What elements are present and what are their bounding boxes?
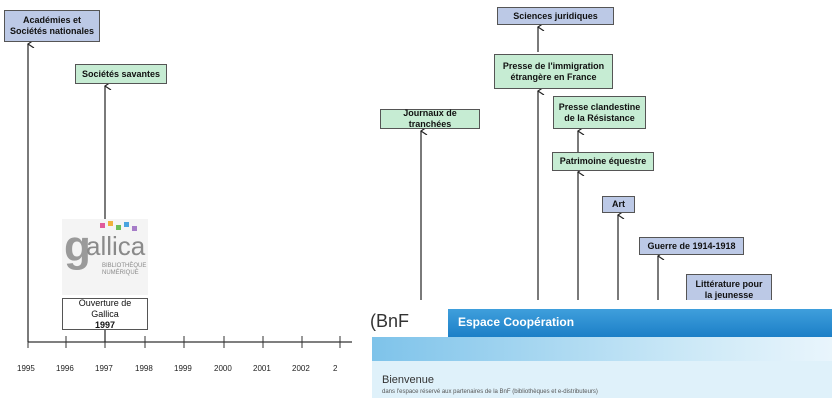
year-label: 1999 [174, 364, 192, 373]
logo-dot [124, 222, 129, 227]
box-presse-clandestine: Presse clandestine de la Résistance [553, 96, 646, 129]
year-label: 2001 [253, 364, 271, 373]
box-academies: Académies et Sociétés nationales [4, 10, 100, 42]
bnf-welcome-text: Bienvenue [382, 374, 434, 386]
box-ouverture-gallica: Ouverture de Gallica 1997 [62, 298, 148, 330]
bnf-description-text: dans l'espace réservé aux partenaires de… [382, 389, 598, 395]
gallica-logo-g: g [64, 222, 91, 271]
logo-dot [116, 225, 121, 230]
box-patrimoine-equestre: Patrimoine équestre [552, 152, 654, 171]
ouverture-label: Ouverture de Gallica [78, 297, 132, 319]
year-label: 2002 [292, 364, 310, 373]
gallica-logo-subtitle: BIBLIOTHÈQUE NUMÉRIQUE [102, 263, 147, 276]
box-guerre: Guerre de 1914-1918 [639, 237, 744, 255]
ouverture-year: 1997 [94, 319, 116, 330]
gallica-logo: g allica BIBLIOTHÈQUE NUMÉRIQUE [62, 219, 148, 295]
bnf-cooperation-panel: (BnF Espace Coopération Bienvenue dans l… [352, 300, 832, 398]
box-journaux-tranchees: Journaux de tranchées [380, 108, 480, 129]
bnf-header-title: Espace Coopération [458, 315, 575, 329]
year-label: 1996 [56, 364, 74, 373]
logo-dot [100, 223, 105, 228]
year-label: 1997 [95, 364, 113, 373]
box-art: Art [602, 196, 635, 213]
bnf-header-bar: Espace Coopération [448, 309, 832, 337]
bnf-logo: (BnF [370, 311, 410, 331]
year-label: 2 [333, 364, 338, 373]
box-presse-immigration: Presse de l'immigration étrangère en Fra… [494, 54, 613, 89]
year-label: 1998 [135, 364, 153, 373]
logo-dot [132, 226, 137, 231]
bnf-decorative-band [372, 337, 832, 361]
box-societes-savantes: Sociétés savantes [75, 64, 167, 84]
box-sciences-juridiques: Sciences juridiques [497, 7, 614, 25]
gallica-logo-word: allica [86, 231, 146, 261]
logo-dot [108, 221, 113, 226]
year-label: 2000 [214, 364, 232, 373]
year-label: 1995 [17, 364, 35, 373]
bnf-content-area: Bienvenue dans l'espace réservé aux part… [372, 361, 832, 398]
